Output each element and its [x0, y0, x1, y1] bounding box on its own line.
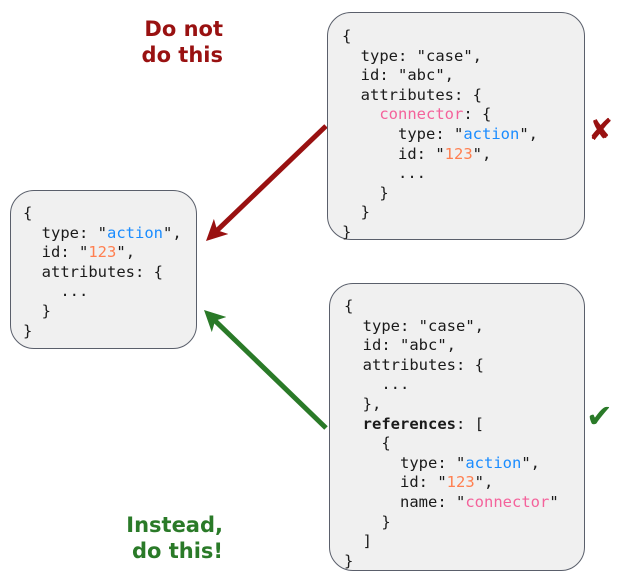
code-token: id:	[342, 144, 436, 163]
code-token: "	[474, 473, 485, 492]
code-token: : {	[463, 105, 492, 124]
code-token: "	[437, 473, 447, 492]
code-token: ,	[446, 336, 457, 355]
code-token: "case"	[416, 46, 473, 65]
code-token: ...	[23, 282, 89, 301]
valid-json-example-box: { type: "case", id: "abc", attributes: {…	[329, 283, 585, 571]
code-token: 123	[88, 243, 117, 262]
code-token: "	[79, 243, 89, 262]
code-token: }	[344, 512, 391, 531]
invalid-json-example-box: { type: "case", id: "abc", attributes: {…	[327, 12, 585, 243]
arrow-invalid-to-target	[205, 124, 328, 241]
code-token: "	[453, 124, 464, 143]
code-token: "	[116, 243, 126, 262]
referenced-action-code: { type: "action", id: "123", attributes:…	[11, 191, 196, 341]
code-token: "	[455, 453, 466, 472]
code-token: }	[342, 203, 370, 222]
code-token: "	[163, 223, 173, 242]
code-token: "	[97, 223, 107, 242]
code-token	[342, 105, 379, 123]
do-not-do-this-label: Do not do this	[141, 17, 223, 67]
code-token: type:	[342, 124, 454, 143]
code-token: attributes: {	[344, 355, 484, 374]
code-token: "	[435, 144, 445, 163]
code-token: {	[344, 297, 354, 315]
code-token: id:	[344, 473, 438, 492]
code-token: ,	[472, 46, 482, 65]
code-token: ,	[530, 453, 541, 472]
code-token: attributes: {	[23, 262, 163, 281]
code-token: {	[342, 27, 352, 45]
code-token: ,	[172, 223, 182, 242]
code-token: ...	[344, 375, 410, 394]
code-token: "abc"	[398, 66, 445, 85]
code-token: "	[472, 144, 483, 163]
valid-json-code: { type: "case", id: "abc", attributes: {…	[330, 284, 584, 571]
code-token: 123	[446, 473, 475, 492]
code-token: name:	[344, 492, 456, 511]
code-token: ,	[444, 66, 455, 85]
code-token: ,	[482, 144, 492, 163]
code-token: ...	[342, 164, 426, 183]
code-token: type:	[344, 453, 456, 472]
code-token: action	[463, 124, 520, 143]
code-token: type:	[23, 223, 98, 242]
code-token: {	[344, 434, 391, 453]
instead-do-this-label: Instead, do this!	[126, 513, 223, 563]
code-token: {	[23, 204, 33, 222]
code-token: ,	[484, 473, 494, 492]
code-token: action	[107, 223, 163, 242]
code-token: }	[342, 183, 389, 202]
code-token: id:	[342, 66, 398, 85]
arrow-valid-to-target	[203, 310, 328, 430]
code-token: type:	[344, 316, 419, 335]
code-token: "	[519, 124, 529, 143]
code-token: ,	[125, 243, 136, 262]
code-token: ]	[344, 532, 372, 551]
code-token: }	[342, 222, 352, 241]
code-token: attributes: {	[342, 85, 482, 104]
code-token: "abc"	[400, 336, 447, 355]
code-token: },	[344, 394, 382, 413]
referenced-action-object-box: { type: "action", id: "123", attributes:…	[10, 190, 197, 349]
code-token	[344, 415, 363, 433]
code-token: connector	[379, 105, 464, 124]
code-token: }	[23, 301, 51, 320]
code-token: action	[465, 453, 522, 472]
code-token: "	[455, 492, 466, 511]
code-token: "	[549, 492, 559, 511]
code-token: id:	[23, 243, 79, 262]
code-token: : [	[456, 414, 484, 433]
code-token: connector	[465, 492, 550, 511]
code-token: }	[23, 321, 33, 340]
code-token: }	[344, 551, 354, 570]
code-token: id:	[344, 336, 400, 355]
code-token: 123	[444, 144, 473, 163]
cross-icon: ✘	[588, 113, 614, 148]
code-token: "case"	[418, 316, 475, 335]
code-token: ,	[474, 316, 484, 335]
invalid-json-code: { type: "case", id: "abc", attributes: {…	[328, 13, 584, 243]
code-token: type:	[342, 46, 417, 65]
code-token: "	[521, 453, 531, 472]
code-token: ,	[528, 124, 539, 143]
code-token: references	[362, 414, 456, 433]
check-icon: ✔	[586, 397, 613, 435]
